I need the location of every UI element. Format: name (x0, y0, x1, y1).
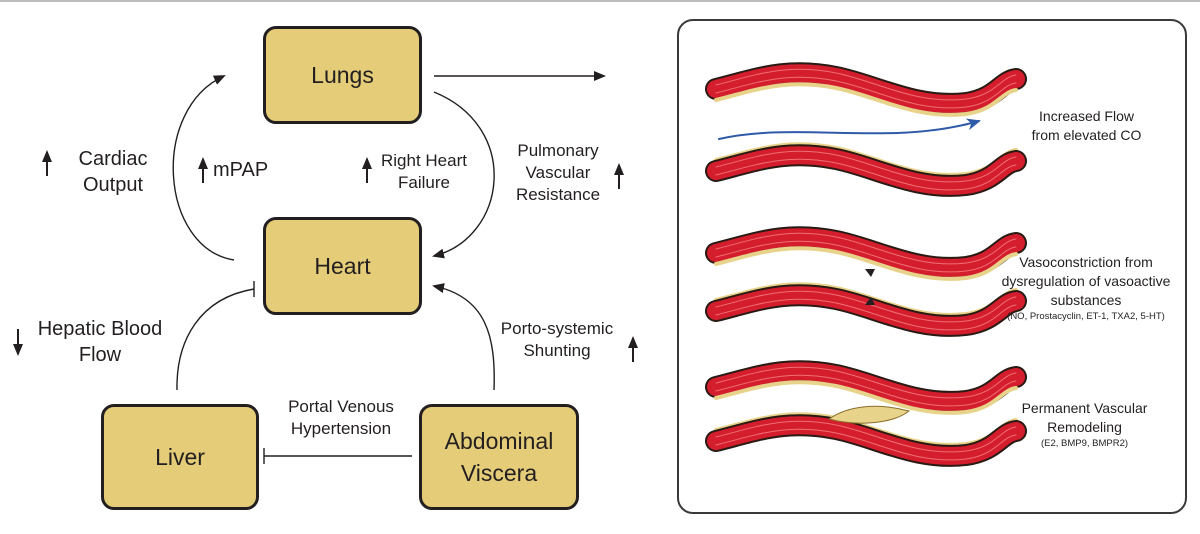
lungs-to-heart-arrow (432, 91, 495, 259)
abdominal-viscera-box: Abdominal Viscera (419, 404, 579, 510)
liver-label: Liver (155, 444, 205, 470)
viscera-label: Viscera (460, 460, 538, 486)
increased-flow-arrow (718, 118, 981, 140)
increased-flow-text: Increased Flow from elevated CO (1031, 108, 1142, 143)
lungs-label: Lungs (311, 62, 374, 88)
heart-to-lungs-arrow (172, 75, 235, 261)
hepatic-blood-flow-label: Hepatic Blood Flow (37, 318, 163, 366)
cardiac-output-label: Cardiac Output (78, 148, 148, 196)
vessel-pair-vasoconstriction (716, 233, 1016, 330)
pvr-label: Pulmonary Vascular Resistance (515, 141, 601, 204)
mechanisms-panel: Increased Flow from elevated CO Vasocons… (677, 19, 1187, 514)
flow-arrows (13, 71, 638, 464)
mpap-label: mPAP (213, 159, 269, 181)
remodeling-text: Permanent Vascular Remodeling (E2, BMP9,… (1021, 400, 1148, 449)
viscera-to-heart-arrow (432, 283, 495, 391)
heart-box: Heart (263, 217, 422, 315)
abdominal-label: Abdominal (444, 428, 554, 454)
vasoconstriction-text: Vasoconstriction from dysregulation of v… (1001, 254, 1171, 322)
liver-box: Liver (101, 404, 259, 510)
porto-systemic-shunting-label: Porto-systemic Shunting (500, 319, 614, 360)
heart-label: Heart (314, 253, 371, 279)
vessel-pair-flow (716, 69, 1016, 190)
top-border-line (0, 0, 1200, 2)
lungs-box: Lungs (263, 26, 422, 124)
vessel-illustrations (679, 21, 1185, 512)
liver-to-heart-inhibit-arrow (176, 288, 255, 391)
portal-venous-hypertension-label: Portal Venous Hypertension (288, 397, 394, 438)
vessel-pair-remodeling (716, 367, 1016, 460)
right-heart-failure-label: Right Heart Failure (381, 151, 467, 192)
